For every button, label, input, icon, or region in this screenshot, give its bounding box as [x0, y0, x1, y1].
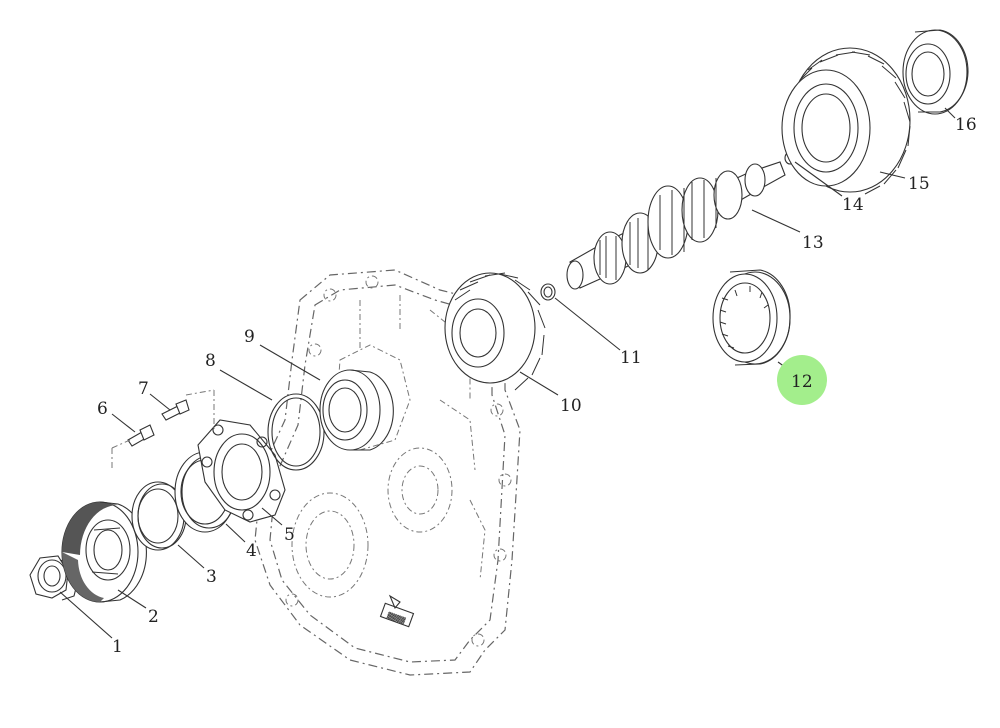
- svg-text:▓▓▓▓: ▓▓▓▓: [386, 611, 406, 625]
- part-3-oil-seal: [131, 481, 187, 551]
- part-label-7[interactable]: 7: [138, 379, 149, 399]
- part-16-roller-bearing: [902, 29, 969, 115]
- part-label-2[interactable]: 2: [148, 607, 159, 627]
- leader-lines: [59, 107, 956, 639]
- part-label-9[interactable]: 9: [244, 327, 255, 347]
- part-label-6[interactable]: 6: [97, 399, 108, 419]
- part-6-bolt: [127, 424, 155, 447]
- part-label-8[interactable]: 8: [205, 351, 216, 371]
- part-label-12[interactable]: 12: [791, 372, 813, 392]
- part-1-flange-nut: [29, 555, 79, 601]
- part-13-main-shaft: [566, 161, 786, 290]
- part-label-11[interactable]: 11: [620, 348, 642, 368]
- part-labels: 1 2 3 4 5 6 7 8 9 10 11 12 13 14 15 16: [97, 115, 977, 657]
- part-9-ball-bearing: [319, 369, 394, 451]
- part-5-bearing-cover: [197, 419, 286, 523]
- part-2-coupling-flange: [61, 501, 147, 603]
- part-12-highlight: [777, 355, 827, 405]
- part-12-needle-bearing: [712, 269, 791, 366]
- part-label-3[interactable]: 3: [206, 567, 217, 587]
- part-8-o-ring: [267, 393, 325, 471]
- part-label-10[interactable]: 10: [560, 396, 582, 416]
- part-7-bolt: [161, 399, 190, 421]
- part-label-14[interactable]: 14: [842, 195, 864, 215]
- part-11-retaining-ring: [540, 283, 556, 301]
- part-label-13[interactable]: 13: [802, 233, 824, 253]
- part-label-4[interactable]: 4: [246, 541, 257, 561]
- part-label-16[interactable]: 16: [955, 115, 977, 135]
- part-label-5[interactable]: 5: [284, 525, 295, 545]
- part-label-15[interactable]: 15: [908, 174, 930, 194]
- part-15-large-helical-gear: [781, 47, 911, 195]
- part-label-1[interactable]: 1: [112, 637, 123, 657]
- part-10-helical-gear: [444, 272, 546, 391]
